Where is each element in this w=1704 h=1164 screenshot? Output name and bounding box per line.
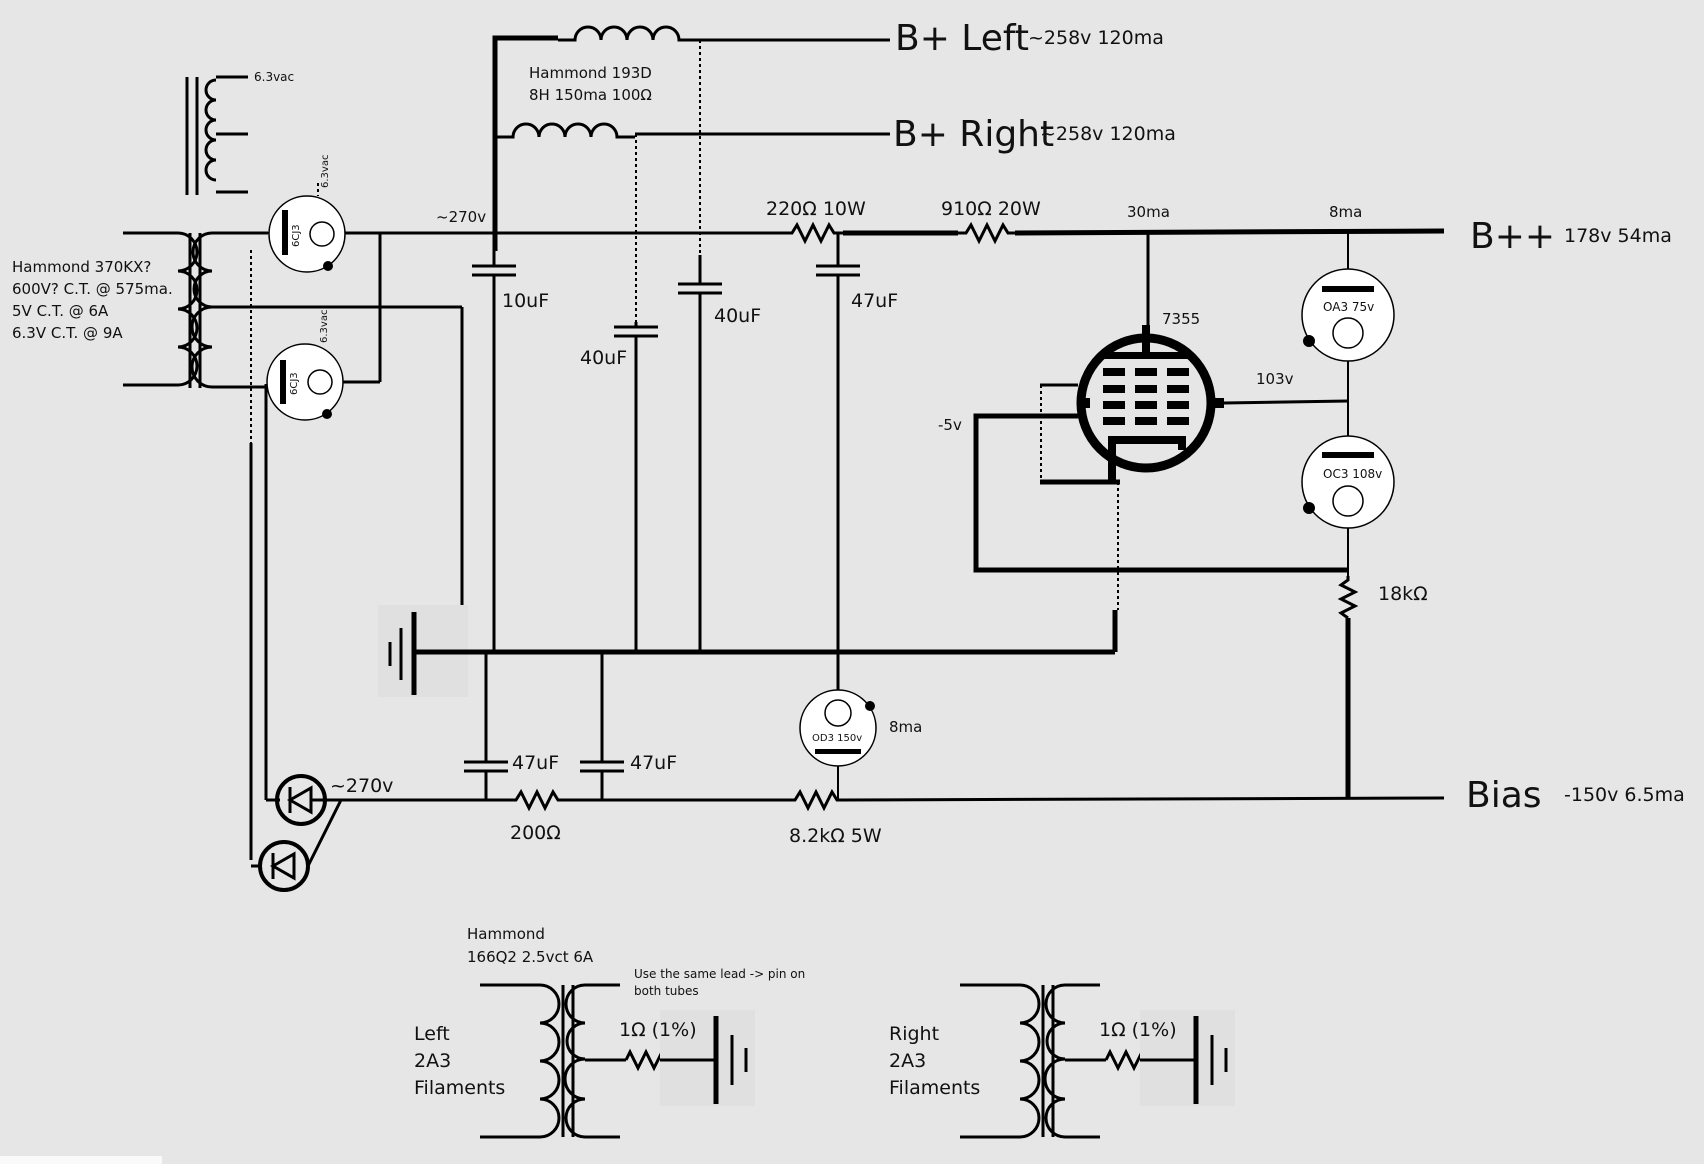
t7355-label: 7355	[1162, 310, 1200, 328]
ma8-top-label: 8ma	[1329, 203, 1362, 221]
tube-6v3-a-label: 6.3vac	[320, 155, 331, 188]
choke-b-right	[495, 122, 890, 322]
b-left-value: ~258v 120ma	[1028, 27, 1164, 49]
capacitor-47uf-b	[580, 652, 624, 800]
c47a-label: 47uF	[512, 752, 559, 774]
resistor-8k2	[788, 788, 842, 812]
r1-left-label: 1Ω (1%)	[619, 1019, 697, 1041]
choke-label-2: 8H 150ma 100Ω	[529, 86, 652, 104]
b-right-label: B+ Right	[893, 114, 1054, 155]
capacitor-40uf-b	[678, 255, 722, 652]
c10-label: 10uF	[502, 290, 549, 312]
r8k2-label: 8.2kΩ 5W	[789, 825, 882, 847]
v270-top-label: ~270v	[436, 208, 486, 226]
r910-label: 910Ω 20W	[941, 198, 1041, 220]
bias-diode-top	[266, 774, 341, 826]
tube-7355	[1076, 325, 1224, 480]
bias-label: Bias	[1466, 775, 1542, 816]
tube-oa3	[1301, 268, 1395, 362]
ma30-label: 30ma	[1127, 203, 1170, 221]
left-label-2: 2A3	[414, 1050, 451, 1072]
choke-label-1: Hammond 193D	[529, 64, 652, 82]
oa3-label: OA3 75v	[1323, 300, 1374, 314]
b-left-label: B+ Left	[895, 18, 1029, 59]
c47-top-label: 47uF	[851, 290, 898, 312]
r1-right-label: 1Ω (1%)	[1099, 1019, 1177, 1041]
capacitor-47uf-top	[816, 233, 860, 690]
resistor-200	[510, 788, 565, 812]
capacitor-40uf-a	[614, 322, 658, 652]
pt-label-4: 6.3V C.T. @ 9A	[12, 324, 123, 342]
resistor-220	[785, 221, 843, 245]
choke-b-left	[492, 25, 890, 255]
power-transformer	[123, 75, 462, 389]
ft-label-1: Hammond	[467, 925, 545, 943]
capacitor-10uf	[472, 233, 516, 652]
note-label-1: Use the same lead -> pin on	[634, 967, 805, 981]
right-label-3: Filaments	[889, 1077, 980, 1099]
pt-label-1: Hammond 370KX?	[12, 258, 151, 276]
pt-label-2: 600V? C.T. @ 575ma.	[12, 280, 173, 298]
oc3-label: OC3 108v	[1323, 467, 1382, 481]
ground-symbol-main	[378, 605, 468, 697]
bpp-value: 178v 54ma	[1564, 225, 1672, 247]
filament-transformer-left	[480, 983, 755, 1139]
right-label-1: Right	[889, 1023, 939, 1045]
b-right-value: ~258v 120ma	[1040, 123, 1176, 145]
r18k-label: 18kΩ	[1378, 583, 1428, 605]
c40b-label: 40uF	[714, 305, 761, 327]
v103-label: 103v	[1256, 370, 1294, 388]
pt-label-3: 5V C.T. @ 6A	[12, 302, 109, 320]
note-label-2: both tubes	[634, 984, 699, 998]
v270-bottom-label: ~270v	[330, 775, 393, 797]
r220-label: 220Ω 10W	[766, 198, 866, 220]
heater-6v3-label: 6.3vac	[254, 70, 294, 84]
r200-label: 200Ω	[510, 822, 561, 844]
v-neg5-label: -5v	[938, 416, 962, 434]
c47b-label: 47uF	[630, 752, 677, 774]
rectifier-tube-6cj3-top	[268, 195, 380, 273]
left-label-1: Left	[414, 1023, 450, 1045]
ma8-mid-label: 8ma	[889, 718, 922, 736]
tube-od3	[799, 689, 877, 767]
bias-diode-bottom	[251, 799, 343, 892]
bias-value: -150v 6.5ma	[1564, 784, 1685, 806]
ft-label-2: 166Q2 2.5vct 6A	[467, 948, 594, 966]
c40a-label: 40uF	[580, 347, 627, 369]
bpp-label: B++	[1470, 216, 1555, 257]
filament-transformer-right	[960, 983, 1235, 1139]
right-label-2: 2A3	[889, 1050, 926, 1072]
rectifier-tube-6cj3-bottom	[266, 343, 380, 421]
resistor-18k	[1337, 576, 1359, 620]
od3-label: OD3 150v	[812, 733, 862, 744]
tube-6v3-b-label: 6.3vac	[319, 310, 330, 343]
tube-6cj3-a-label: 6CJ3	[291, 224, 302, 247]
resistor-910	[958, 221, 1015, 245]
capacitor-47uf-a	[464, 652, 508, 800]
tube-oc3	[1301, 435, 1395, 529]
tube-6cj3-b-label: 6CJ3	[289, 372, 300, 395]
left-label-3: Filaments	[414, 1077, 505, 1099]
